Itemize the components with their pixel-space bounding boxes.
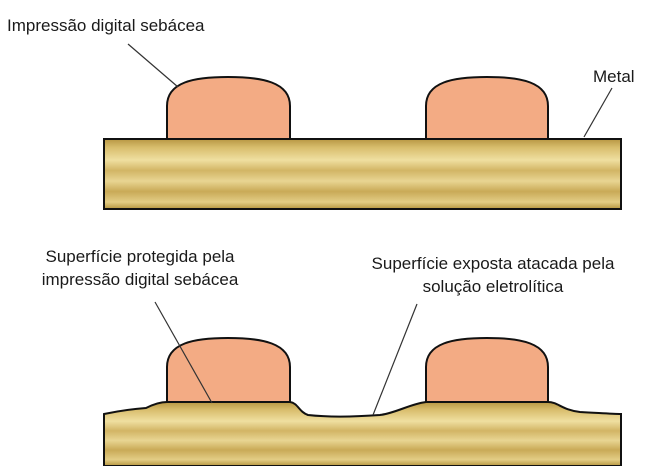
leader-line-exposed-surface [372,303,418,416]
metal-bar-bottom [103,401,622,466]
label-fingerprint: Impressão digital sebácea [7,16,205,35]
metal-bar-top [103,138,622,210]
label-metal: Metal [593,67,635,86]
leader-line-fingerprint [127,43,179,88]
label-protected-surface-line1: Superfície protegida pela [45,247,235,266]
leader-line-metal [583,87,613,138]
fingerprint-deposit-bottom-left [166,336,291,403]
fingerprint-deposit-top-left [166,75,291,140]
leader-line-protected-surface [154,301,213,404]
label-exposed-surface-line2: solução eletrolítica [423,277,564,296]
label-protected-surface-line2: impressão digital sebácea [42,270,239,289]
label-exposed-surface-line1: Superfície exposta atacada pela [372,254,615,273]
fingerprint-deposit-bottom-right [425,336,549,403]
fingerprint-deposit-top-right [425,75,549,140]
top-diagram: Impressão digital sebácea Metal [7,16,635,210]
bottom-diagram: Superfície protegida pela impressão digi… [42,247,622,466]
